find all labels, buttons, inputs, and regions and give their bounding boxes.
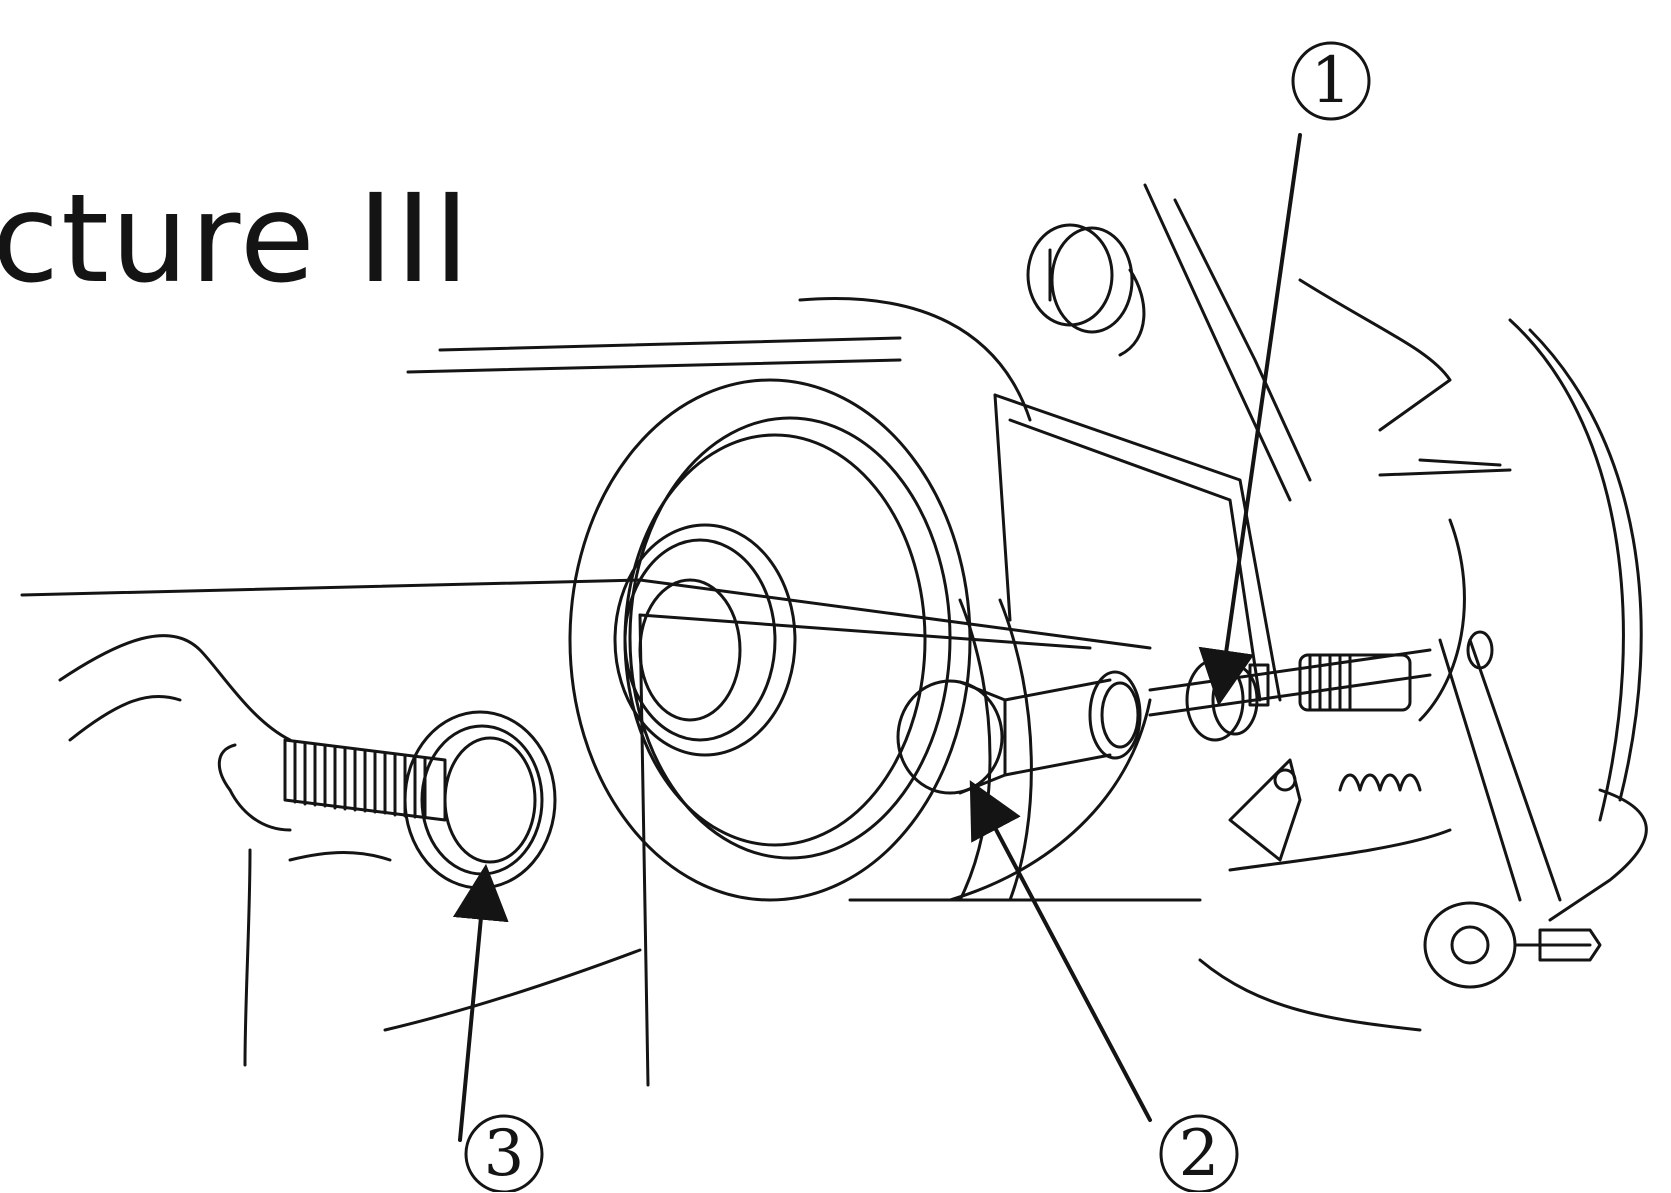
- pulley-drum: [406, 297, 1202, 902]
- leader-line-1: [1198, 133, 1302, 707]
- left-housing: [58, 634, 392, 1067]
- callout-circles: [464, 41, 1371, 1192]
- leader-line-3: [452, 863, 509, 1142]
- leader-line-2: [969, 780, 1152, 1122]
- threaded-screw: [283, 738, 447, 822]
- callout-number-3: 3: [483, 1117, 525, 1191]
- cap-stud: [896, 670, 1142, 795]
- linkage-arms: [1143, 183, 1452, 502]
- adjusting-shaft: [1148, 648, 1432, 742]
- spring-lever: [1228, 630, 1602, 989]
- leader-lines: [452, 133, 1302, 1142]
- hex-bolt: [1026, 223, 1146, 357]
- flywheel: [1198, 318, 1648, 1032]
- retaining-ring: [403, 710, 557, 890]
- machine-bed: [20, 578, 1152, 1087]
- bracket-plate: [993, 393, 1282, 702]
- callout-number-1: 1: [1310, 44, 1352, 118]
- callout-number-2: 2: [1178, 1117, 1220, 1191]
- figure-caption: cture III: [0, 168, 472, 310]
